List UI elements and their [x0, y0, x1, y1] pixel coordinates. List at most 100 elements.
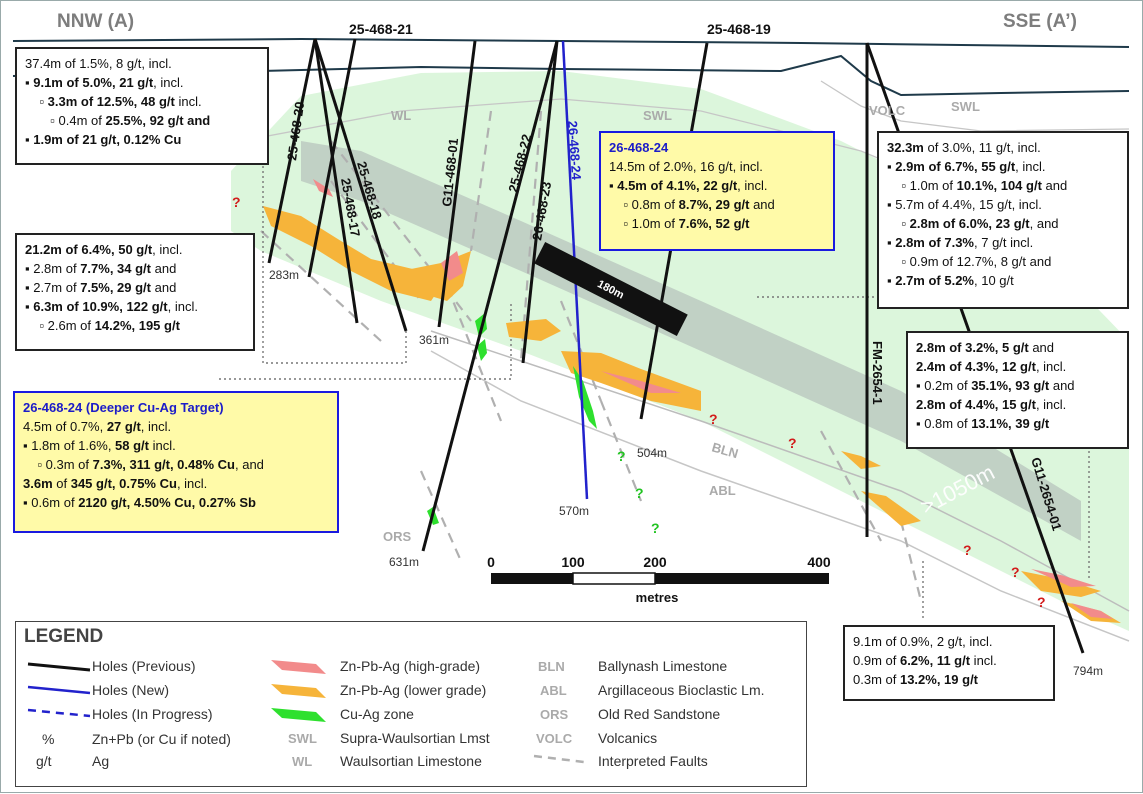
intercept-line: ▪ 9.1m of 5.0%, 21 g/t, incl. [25, 73, 259, 92]
grade-text: ▫ 0.4m of [25, 113, 106, 128]
grade-highlight: 25.5%, 92 g/t and [105, 113, 211, 128]
grade-highlight: 7.3%, 311 g/t, 0.48% Cu [92, 457, 235, 472]
grade-text: , incl. [1035, 359, 1067, 374]
intercept-line: ▪ 6.3m of 10.9%, 122 g/t, incl. [25, 297, 245, 316]
intercept-line: ▫ 3.3m of 12.5%, 48 g/t incl. [25, 92, 259, 111]
grade-text: ▫ 1.0m of [887, 178, 957, 193]
grade-text: 0.9m of [853, 653, 900, 668]
depth-504m: 504m [637, 446, 667, 460]
grade-text: 4.5m of 0.7%, [23, 419, 107, 434]
intercept-line: ▫ 0.8m of 8.7%, 29 g/t and [609, 195, 825, 214]
grade-text: , and [1029, 216, 1059, 231]
grade-text: ▫ [887, 216, 910, 231]
grade-text: 9.1m of 0.9%, 2 g/t, incl. [853, 634, 993, 649]
intercept-line: ▪ 2.7m of 7.5%, 29 g/t and [25, 278, 245, 297]
scale-bar: 0 100 200 400 metres [487, 554, 831, 605]
intercept-line: 37.4m of 1.5%, 8 g/t, incl. [25, 54, 259, 73]
legend-bln-abbr: BLN [538, 659, 565, 674]
legend-wl-desc: Waulsortian Limestone [340, 753, 482, 769]
grade-text: and [151, 280, 177, 295]
legend: LEGEND Holes (Previous) Holes (New) Hole… [15, 621, 807, 787]
grade-highlight: 3.3m of 12.5%, 48 g/t [47, 94, 175, 109]
grade-text: and [1041, 178, 1068, 193]
grade-text: , incl. [153, 75, 184, 90]
grade-highlight: 13.1%, 39 g/t [971, 416, 1050, 431]
grade-text: of [52, 476, 71, 491]
intercept-line: 4.5m of 0.7%, 27 g/t, incl. [23, 417, 329, 436]
intercept-line: ▪ 2.8m of 7.3%, 7 g/t incl. [887, 233, 1119, 252]
intercept-box-top-right: 32.3m of 3.0%, 11 g/t, incl.▪ 2.9m of 6.… [877, 131, 1129, 309]
intercept-line: ▫ 2.6m of 14.2%, 195 g/t [25, 316, 245, 335]
grade-text: , 10 g/t [974, 273, 1014, 288]
scale-tick-100: 100 [561, 554, 585, 570]
intercept-line: 32.3m of 3.0%, 11 g/t, incl. [887, 138, 1119, 157]
intercept-line: 0.9m of 6.2%, 11 g/t incl. [853, 651, 1045, 670]
intercept-line: ▪ 2.7m of 5.2%, 10 g/t [887, 271, 1119, 290]
intercept-line: 2.8m of 3.2%, 5 g/t and [916, 338, 1119, 357]
intercept-line: ▪ 4.5m of 4.1%, 22 g/t, incl. [609, 176, 825, 195]
deeper-target-title: 26-468-24 (Deeper Cu-Ag Target) [23, 400, 224, 415]
grade-highlight: 7.6%, 52 g/t [678, 216, 750, 231]
intercept-line: 2.8m of 4.4%, 15 g/t, incl. [916, 395, 1119, 414]
intercept-line: ▫ 1.0m of 10.1%, 104 g/t and [887, 176, 1119, 195]
grade-text: ▪ [887, 159, 896, 174]
question-mark: ? [1037, 594, 1046, 610]
grade-text: ▪ [25, 75, 34, 90]
intercept-line: ▫ 1.0m of 7.6%, 52 g/t [609, 214, 825, 233]
legend-pct-desc: Zn+Pb (or Cu if noted) [92, 731, 231, 747]
grade-text: and [749, 197, 775, 212]
intercept-line: ▪ 2.9m of 6.7%, 55 g/t, incl. [887, 157, 1119, 176]
legend-volc-desc: Volcanics [598, 730, 658, 746]
grade-highlight: 6.3m of 10.9%, 122 g/t [33, 299, 168, 314]
uncertainty-marks: ? ? ? ? ? ? ? ? ? [232, 194, 1046, 610]
grade-highlight: 13.2%, 19 g/t [899, 672, 979, 687]
question-mark: ? [963, 542, 972, 558]
grade-text: , incl. [176, 476, 208, 491]
section-end-right: SSE (A’) [1003, 11, 1077, 32]
scale-tick-0: 0 [487, 554, 495, 570]
scale-unit: metres [636, 590, 679, 605]
legend-volc-abbr: VOLC [536, 731, 573, 746]
grade-highlight: 2.8m of 3.2%, 5 g/t [916, 340, 1029, 355]
bedrock-surface [12, 54, 1130, 97]
grade-highlight: 2.4m of 4.3%, 12 g/t [916, 359, 1036, 374]
grade-highlight: 6.2%, 11 g/t [899, 653, 971, 668]
legend-ors-abbr: ORS [540, 707, 569, 722]
grade-text: , incl. [737, 178, 768, 193]
hole-26-468-24-lines: 14.5m of 2.0%, 16 g/t, incl.▪ 4.5m of 4.… [609, 157, 825, 233]
legend-holes-previous: Holes (Previous) [92, 658, 196, 674]
depth-361m: 361m [419, 333, 449, 347]
grade-text: ▫ 2.6m of [25, 318, 95, 333]
legend-swl-abbr: SWL [288, 731, 317, 746]
grade-text: ▫ 0.3m of [23, 457, 93, 472]
unit-label-bln: BLN [710, 439, 740, 461]
intercept-box-bottom-right: 9.1m of 0.9%, 2 g/t, incl. 0.9m of 6.2%, … [843, 625, 1055, 701]
scale-tick-200: 200 [643, 554, 667, 570]
unit-label-abl: ABL [709, 483, 736, 498]
grade-highlight: 2.9m of 6.7%, 55 g/t [895, 159, 1016, 174]
legend-faults: Interpreted Faults [598, 753, 708, 769]
grade-highlight: 58 g/t [115, 438, 150, 453]
target-band [301, 141, 1081, 541]
grade-text: , incl. [1035, 397, 1067, 412]
grade-text: ▪ 0.2m of [916, 378, 972, 393]
intercept-line: 9.1m of 0.9%, 2 g/t, incl. [853, 632, 1045, 651]
grade-text: , incl. [152, 242, 183, 257]
legend-cu-ag-zone: Cu-Ag zone [340, 706, 414, 722]
grade-text: ▪ [25, 132, 34, 147]
legend-gt-desc: Ag [92, 753, 110, 769]
intercept-box-top-left: 37.4m of 1.5%, 8 g/t, incl.▪ 9.1m of 5.0… [15, 47, 269, 165]
legend-holes-in-progress: Holes (In Progress) [92, 706, 213, 722]
question-mark: ? [617, 448, 626, 464]
grade-highlight: 10.1%, 104 g/t [956, 178, 1042, 193]
grade-text: ▫ 0.8m of [609, 197, 679, 212]
question-mark: ? [788, 435, 797, 451]
unit-label-ors: ORS [383, 529, 412, 544]
intercept-line: 21.2m of 6.4%, 50 g/t, incl. [25, 240, 245, 259]
deeper-target-lines: 4.5m of 0.7%, 27 g/t, incl.▪ 1.8m of 1.6… [23, 417, 329, 512]
grade-text: of 3.0%, 11 g/t, incl. [923, 140, 1041, 155]
legend-wl-abbr: WL [292, 754, 313, 769]
section-end-left: NNW (A) [57, 11, 134, 32]
depth-570m: 570m [559, 504, 589, 518]
